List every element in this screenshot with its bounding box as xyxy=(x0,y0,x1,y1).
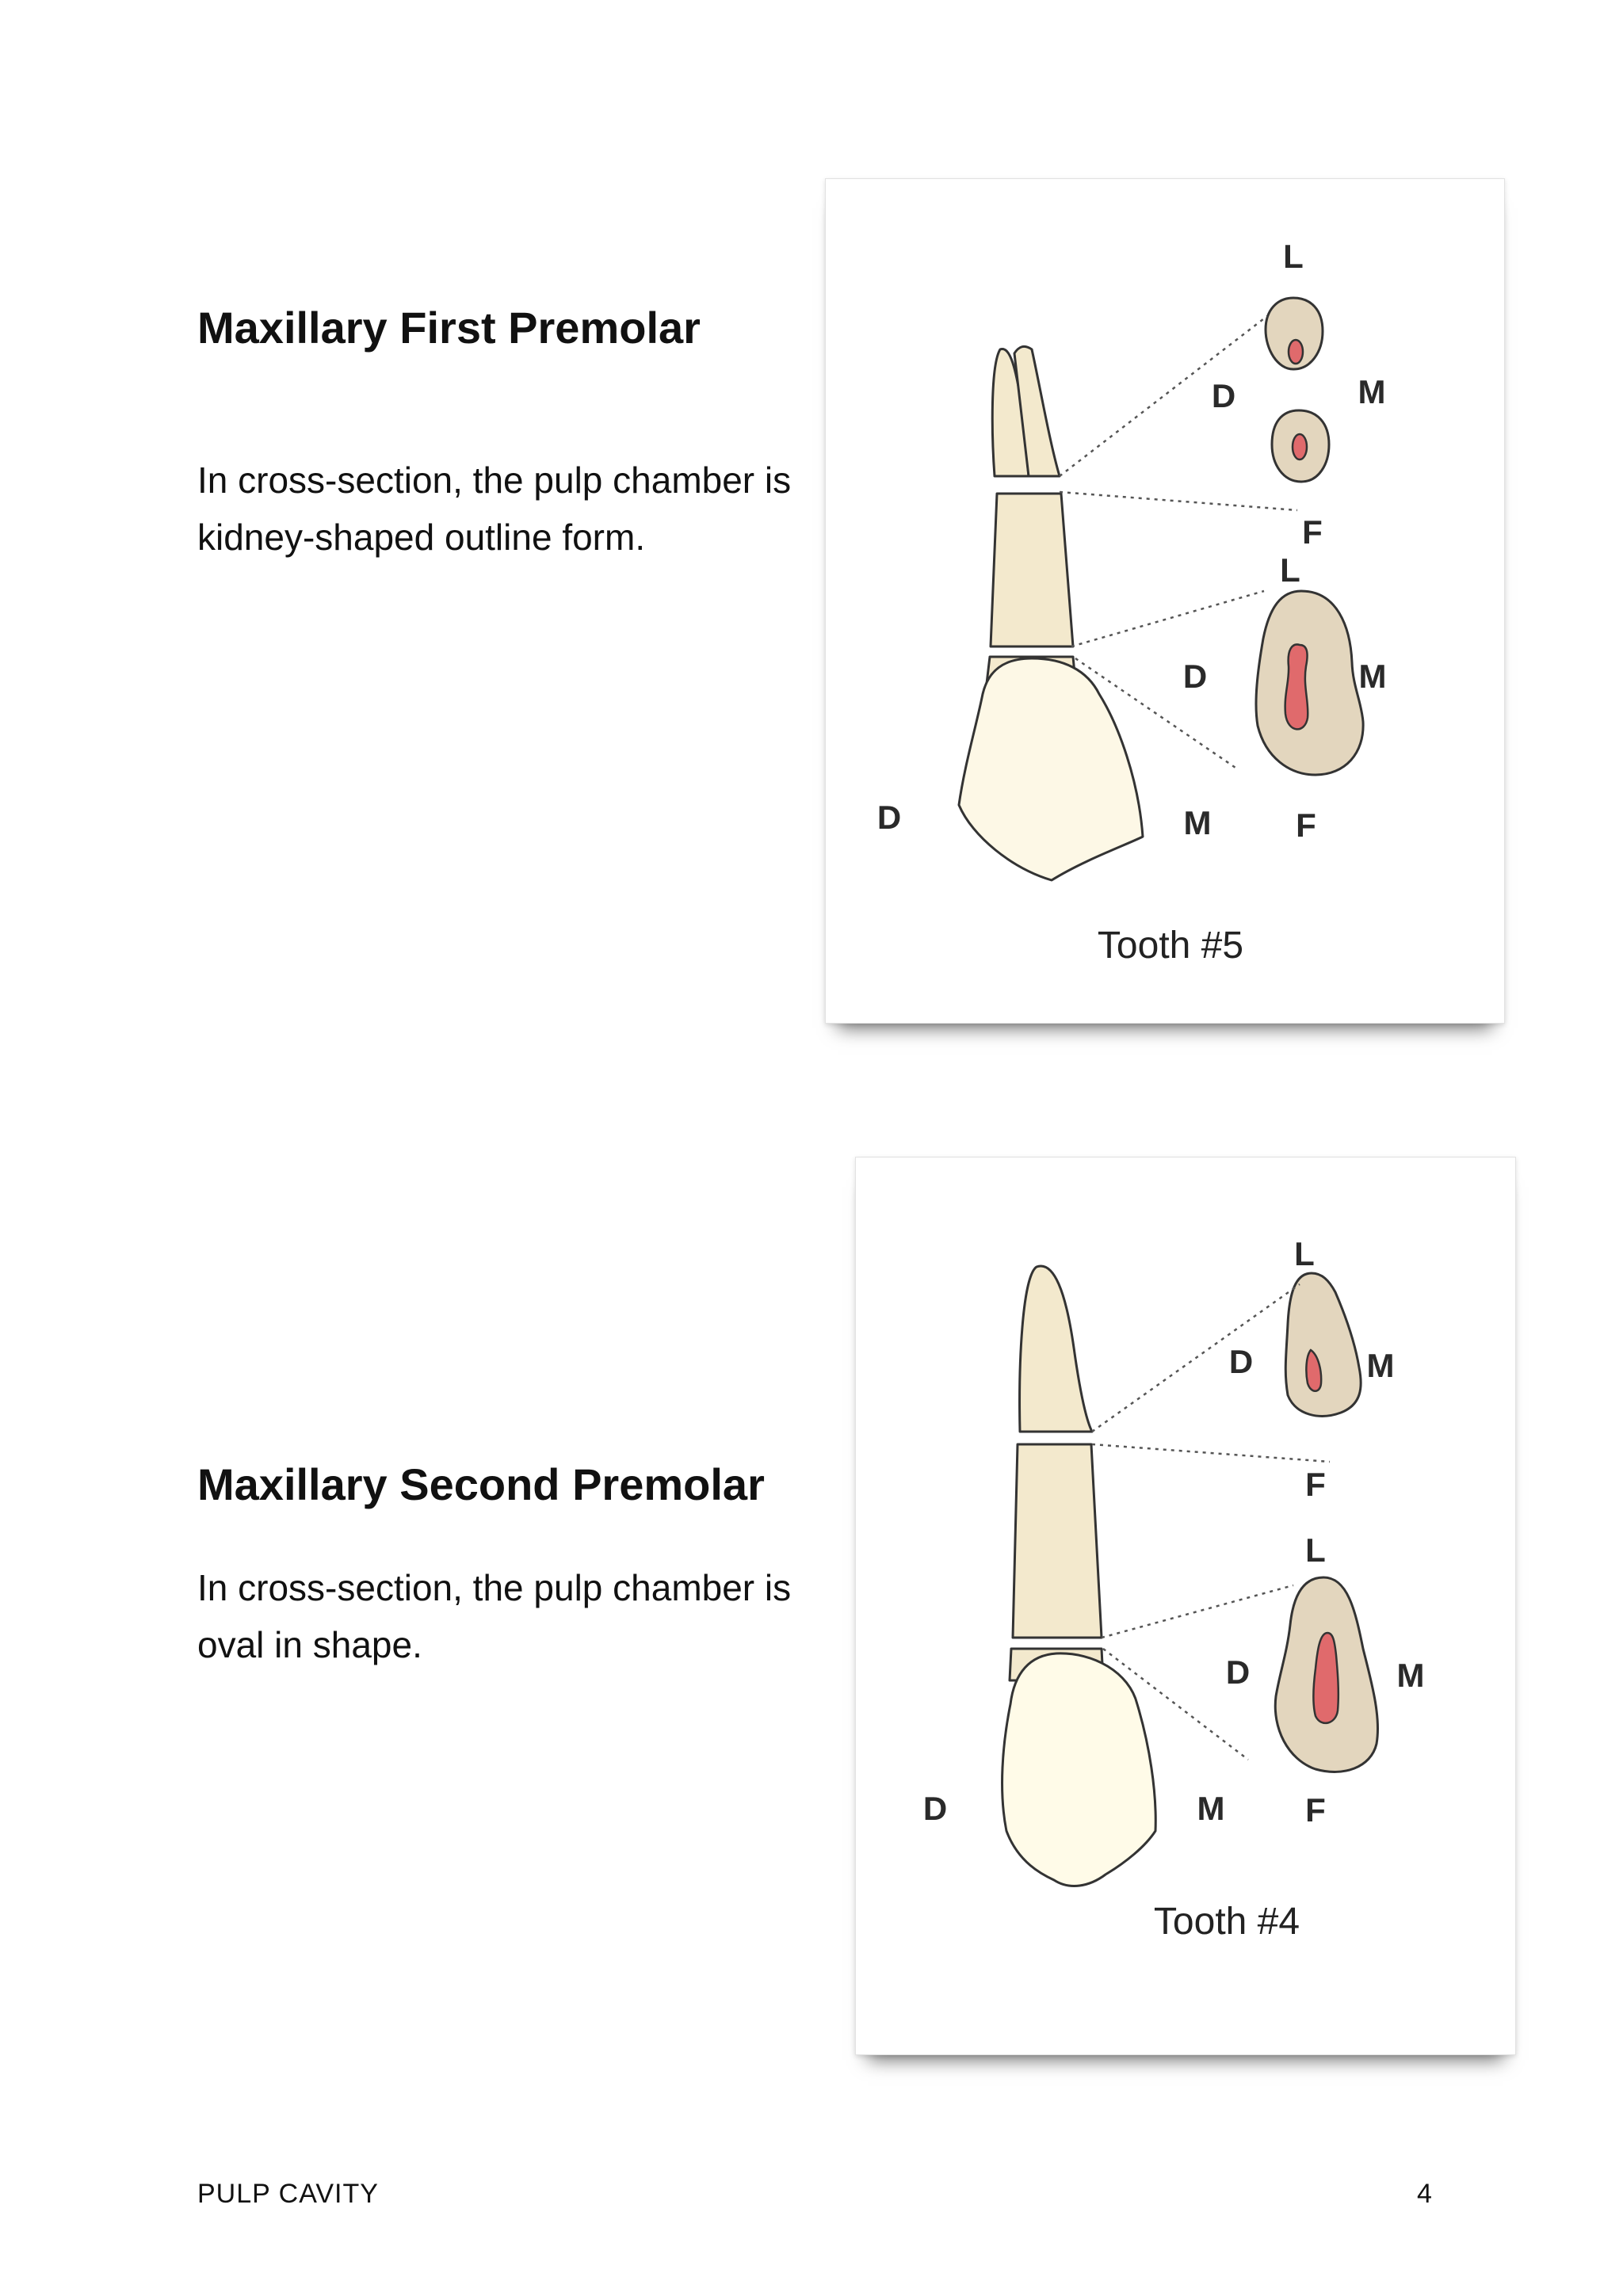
tooth-4-side-d-label: D xyxy=(923,1790,947,1827)
figure-tooth-5: L D M F L D M F D M Tooth #5 xyxy=(825,178,1505,1024)
footer-page-number: 4 xyxy=(1417,2179,1433,2209)
figure-tooth-4: L D M F L D M F D M Tooth #4 xyxy=(855,1157,1516,2055)
tooth-4-sec2-f-label: F xyxy=(1305,1791,1326,1829)
tooth-4-caption: Tooth #4 xyxy=(1154,1901,1300,1943)
tooth-5-sec2-f-label: F xyxy=(1296,807,1316,844)
tooth-4-sec2-l-label: L xyxy=(1305,1531,1326,1569)
tooth-5-sec1-m-label: M xyxy=(1358,373,1386,410)
section-1-heading: Maxillary First Premolar xyxy=(197,303,701,353)
tooth-4-sec2-m-label: M xyxy=(1397,1657,1425,1694)
tooth-4-sec1-m-label: M xyxy=(1367,1347,1395,1384)
tooth-5-sec2-l-label: L xyxy=(1280,551,1300,589)
tooth-5-sec1-l-label: L xyxy=(1283,238,1304,275)
tooth-4-sec1-f-label: F xyxy=(1305,1466,1326,1503)
tooth-4-side-m-label: M xyxy=(1197,1790,1225,1827)
tooth-4-illustration: L D M F L D M F D M Tooth #4 xyxy=(923,1235,1425,1943)
tooth-5-sec2-m-label: M xyxy=(1359,658,1387,695)
tooth-5-sec1-f-label: F xyxy=(1302,513,1323,551)
tooth-4-sec2-d-label: D xyxy=(1226,1653,1250,1691)
tooth-5-caption: Tooth #5 xyxy=(1098,925,1243,967)
section-1-text: In cross-section, the pulp chamber is ki… xyxy=(197,460,792,558)
section-2-text: In cross-section, the pulp chamber is ov… xyxy=(197,1567,792,1665)
tooth-5-illustration: L D M F L D M F D M Tooth #5 xyxy=(877,238,1387,967)
footer-chapter-title: PULP CAVITY xyxy=(197,2179,379,2209)
section-2-heading: Maxillary Second Premolar xyxy=(197,1459,765,1509)
tooth-5-sec1-d-label: D xyxy=(1212,377,1235,414)
tooth-5-side-d-label: D xyxy=(877,799,901,836)
tooth-4-sec1-l-label: L xyxy=(1294,1235,1315,1272)
tooth-5-side-m-label: M xyxy=(1184,804,1212,841)
tooth-4-sec1-d-label: D xyxy=(1229,1343,1253,1380)
tooth-5-sec2-d-label: D xyxy=(1183,658,1207,695)
